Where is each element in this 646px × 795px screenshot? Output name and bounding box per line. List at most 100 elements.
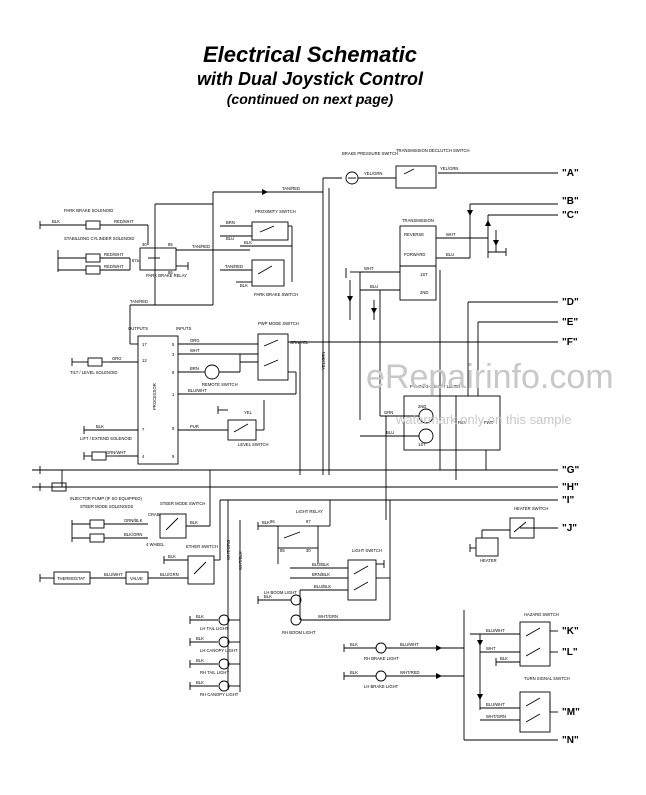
wire-red-wht-pbs: RED/WHT — [114, 219, 134, 224]
park-brake-solenoid-label: PARK BRAKE SOLENOID — [64, 208, 113, 213]
boom-lights: LH BOOM LIGHT BLK RH BOOM LIGHT WHT/GRN — [257, 590, 390, 635]
injector-pump-label: INJECTOR PUMP (IF SO EQUIPPED) — [70, 496, 142, 501]
connector-bus-lines — [32, 172, 558, 741]
forward-label: FORWARD — [404, 252, 425, 257]
turn-signal-switch: TURN SIGNAL SWITCH BLU/WHT WHT/GRN — [477, 676, 570, 733]
heater-switch-label: HEATER SWITCH — [514, 506, 548, 511]
park-brake-relay: 30 85 87a 86 PARK BRAKE RELAY TAN/RED — [132, 242, 250, 278]
heater-label: HEATER — [480, 558, 497, 563]
lh-boom-light-label: LH BOOM LIGHT — [264, 590, 297, 595]
wire-blk-rhtail: BLK — [196, 658, 204, 663]
turn-signal-label: TURN SIGNAL SWITCH — [524, 676, 570, 681]
crab-label: CRAB — [148, 512, 160, 517]
ether-switch: ETHER SWITCH BLK — [163, 500, 221, 585]
proc-pin-8: 8 — [172, 426, 175, 431]
wire-blk-lhtail: BLK — [196, 614, 204, 619]
title-block: Electrical Schematic with Dual Joystick … — [0, 42, 620, 108]
pin-86-lr: 86 — [270, 519, 275, 524]
pin-30-pbr: 30 — [142, 242, 147, 247]
wire-brn-proc: BRN — [190, 366, 199, 371]
hazard-switch-label: HAZARD SWITCH — [524, 612, 559, 617]
wire-yel-grn-2: YEL/GRN — [440, 166, 458, 171]
wire-wht-grn-ts: WHT/GRN — [486, 714, 506, 719]
tail-canopy-lights: BLK LH TAIL LIGHT BLK LH CANOPY LIGHT BL… — [189, 614, 240, 697]
park-brake-switch: PARK BRAKE SWITCH TAN/RED BLK — [220, 259, 298, 297]
steer-mode-solenoids-label: STEER MODE SOLENOIDS — [80, 504, 133, 509]
injector-pump: INJECTOR PUMP (IF SO EQUIPPED) — [39, 466, 142, 501]
wire-blu-grn-valve: BLU/GRN — [160, 572, 179, 577]
tilt-level-solenoid: ORG TILT / LEVEL SOLENOID — [70, 356, 122, 375]
wire-blu-blk-ls2: BLU/BLK — [314, 584, 331, 589]
brake-lights: BLK BLU/WHT RH BRAKE LIGHT BLK WHT/RED L… — [343, 610, 465, 740]
connector-label-k: "K" — [562, 626, 579, 637]
connector-label-a: "A" — [562, 168, 579, 179]
rh-tail-light-label: RH TAIL LIGHT — [200, 670, 229, 675]
connector-label-g: "G" — [562, 465, 580, 476]
wire-blk-rhbrake: BLK — [350, 642, 358, 647]
page-continuation-note: (continued on next page) — [226, 91, 394, 107]
watermark-brand: eRepairinfo.com — [366, 358, 614, 396]
wire-wht-blk-riser: WHT/BLK — [238, 551, 243, 570]
wire-blk-lr: BLK — [262, 520, 270, 525]
proximity-switch-label: PROXIMITY SWITCH — [255, 209, 296, 214]
proc-pin-5: 5 — [172, 342, 175, 347]
proc-pin-7: 7 — [142, 427, 145, 432]
connector-label-i: "I" — [562, 495, 575, 506]
lift-extend-label: LIFT / EXTEND SOLENOID — [80, 436, 132, 441]
connector-label-j: "J" — [562, 523, 577, 534]
wire-blu-2nd: BLU — [370, 284, 378, 289]
wire-blu-red-rhbrake: BLU/WHT — [400, 642, 419, 647]
tilt-level-label: TILT / LEVEL SOLENOID — [70, 370, 117, 375]
page-subtitle: with Dual Joystick Control — [196, 69, 424, 89]
steer-mode-switch-label: STEER MODE SWITCH — [160, 501, 205, 506]
wire-yel-grn-1: YEL/GRN — [364, 171, 382, 176]
pin-30-lr: 30 — [306, 548, 311, 553]
wire-grn-wht-lift: GRN/WHT — [106, 450, 126, 455]
wire-blk-prox: BLK — [244, 240, 252, 245]
thermostat-label: THERMOSTAT — [57, 576, 86, 581]
wire-wht-proc: WHT — [190, 348, 200, 353]
steer-mode-solenoids: STEER MODE SOLENOIDS GRN/BLK BLK/GRN CRA… — [71, 504, 165, 547]
watermark-note: watermark only on this sample — [396, 412, 572, 427]
connector-label-f: "F" — [562, 337, 578, 348]
stabilizing-solenoid-label: STABILIZING CYLINDER SOLENOID — [64, 236, 134, 241]
wire-wht-grn-boom: WHT/GRN — [318, 614, 338, 619]
pin-85-lr: 85 — [280, 548, 285, 553]
proc-pin-1: 1 — [172, 392, 175, 397]
shift-rev: REV — [458, 420, 467, 425]
wire-grn-yel-pwp: GRN/YEL — [290, 340, 309, 345]
proc-pin-9: 9 — [172, 454, 175, 459]
wire-blu-wht-proc: BLU/WHT — [188, 388, 207, 393]
four-wheel-label: 4 WHEEL — [146, 542, 165, 547]
wire-grn-shift: GRN — [384, 410, 393, 415]
wire-yel-grn-vertical: YEL/GRN — [321, 352, 326, 370]
light-relay-label: LIGHT RELAY — [296, 509, 323, 514]
wire-blu-wht-haz: BLU/WHT — [486, 628, 505, 633]
shift-1st: 1ST — [418, 442, 426, 447]
wire-blk-ether: BLK — [168, 554, 176, 559]
connector-label-e: "E" — [562, 317, 578, 328]
wire-tan-red-pbsw: TAN/RED — [225, 264, 243, 269]
wire-brn-prox: BRN — [226, 220, 235, 225]
transmission-group: TRANSMISSION REVERSE FORWARD WHT BLU 1ST… — [345, 204, 507, 420]
wire-wht-1st: WHT — [364, 266, 374, 271]
proc-pin-4: 4 — [142, 454, 145, 459]
pwp-mode-switch: PWP MODE SWITCH GRN/YEL — [239, 321, 309, 394]
shift-2nd: 2ND — [418, 404, 426, 409]
wire-red-wht-sc2: RED/WHT — [104, 264, 124, 269]
wire-blk-haz: BLK — [500, 656, 508, 661]
shift-lever: F-N-R/1-2-3 SHIFT LEVER 2ND 1ST REV FWD … — [360, 302, 501, 480]
wire-wht-rev: WHT — [446, 232, 456, 237]
wire-red-wht-sc1: RED/WHT — [104, 252, 124, 257]
connector-label-b: "B" — [562, 196, 579, 207]
wire-tan-red-mid: TAN/RED — [130, 299, 148, 304]
park-brake-relay-label: PARK BRAKE RELAY — [146, 273, 187, 278]
pwp-mode-switch-label: PWP MODE SWITCH — [258, 321, 299, 326]
inputs-label: INPUTS — [176, 326, 192, 331]
wire-blu-wht-ts: BLU/WHT — [486, 702, 505, 707]
wire-blk-pbsw: BLK — [240, 283, 248, 288]
lh-tail-light-label: LH TAIL LIGHT — [200, 626, 229, 631]
proc-pin-17: 17 — [142, 342, 147, 347]
connector-label-l: "L" — [562, 647, 578, 658]
